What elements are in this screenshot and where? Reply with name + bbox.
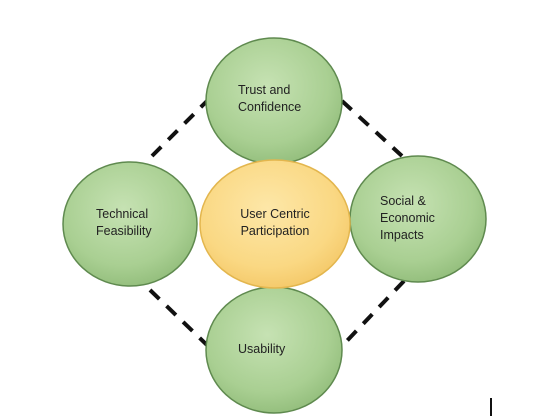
center-label: User Centric Participation — [240, 207, 310, 238]
node-technical-label: Technical Feasibility — [96, 207, 152, 238]
node-technical-circle — [62, 161, 198, 287]
text-cursor-mark — [490, 398, 492, 416]
dashed-ring — [148, 98, 406, 348]
dashed-segment-bottom-right — [340, 279, 406, 348]
node-social-label: Social & Economic Impacts — [380, 194, 435, 242]
dashed-segment-top-left — [150, 98, 210, 158]
center-circle — [199, 159, 351, 289]
node-trust-label: Trust and Confidence — [238, 83, 302, 114]
dashed-segment-bottom-left — [148, 288, 210, 348]
node-usability-label: Usability — [238, 342, 286, 356]
dashed-segment-top-right — [340, 99, 404, 158]
